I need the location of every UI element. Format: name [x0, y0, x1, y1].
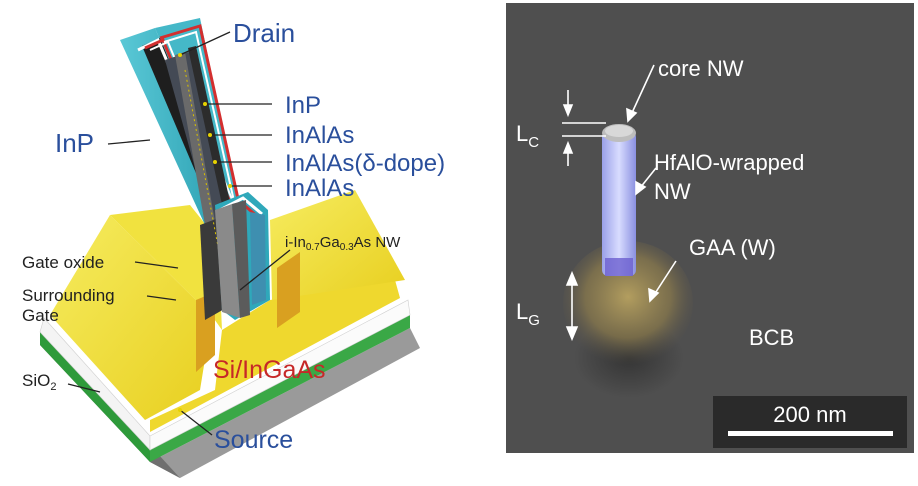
label-nanowire-core: i-In0.7Ga0.3As NW: [285, 234, 401, 253]
label-core-nw: core NW: [658, 56, 744, 81]
inp-shell: [120, 28, 230, 310]
label-inp-layer: InP: [285, 92, 321, 119]
label-surrounding: Surrounding: [22, 286, 115, 305]
label-hfalo-line2: NW: [654, 179, 691, 204]
label-inp-outer: InP: [55, 128, 94, 158]
sem-image: core NW LC HfAlO-wrapped NW GAA (W) LG B…: [506, 3, 914, 453]
label-gaa: GAA (W): [689, 235, 776, 260]
label-lc: LC: [516, 121, 539, 151]
label-bcb: BCB: [749, 325, 794, 350]
label-sio2: SiO2: [22, 371, 56, 393]
short-nanowire: [215, 192, 270, 320]
sio2-layer: [40, 332, 150, 462]
scale-bar-label: 200 nm: [773, 402, 846, 427]
label-inalas-delta: InAlAs(δ-dope): [285, 150, 445, 177]
label-drain: Drain: [233, 18, 295, 48]
label-inalas-1: InAlAs: [285, 122, 354, 149]
scale-bar-line: [728, 431, 893, 436]
substrate: [39, 299, 420, 478]
label-si-ingaas: Si/InGaAs: [213, 356, 326, 384]
label-gate: Gate: [22, 306, 59, 325]
device-schematic: Drain InP InP InAlAs InAlAs(δ-dope) InAl…: [22, 18, 445, 478]
sem-background: [506, 3, 914, 453]
label-hfalo-line1: HfAlO-wrapped: [654, 150, 804, 175]
label-inalas-2: InAlAs: [285, 175, 354, 202]
scale-bar: 200 nm: [713, 396, 907, 448]
label-lg: LG: [516, 299, 540, 329]
surrounding-gate: [50, 190, 405, 432]
wrapped-nanowire: [602, 131, 636, 276]
callout-lines: [67, 31, 291, 436]
annotation-arrows: [562, 64, 677, 342]
label-gate-oxide: Gate oxide: [22, 253, 104, 272]
gaa-gate: [563, 241, 693, 365]
label-source: Source: [214, 426, 293, 454]
